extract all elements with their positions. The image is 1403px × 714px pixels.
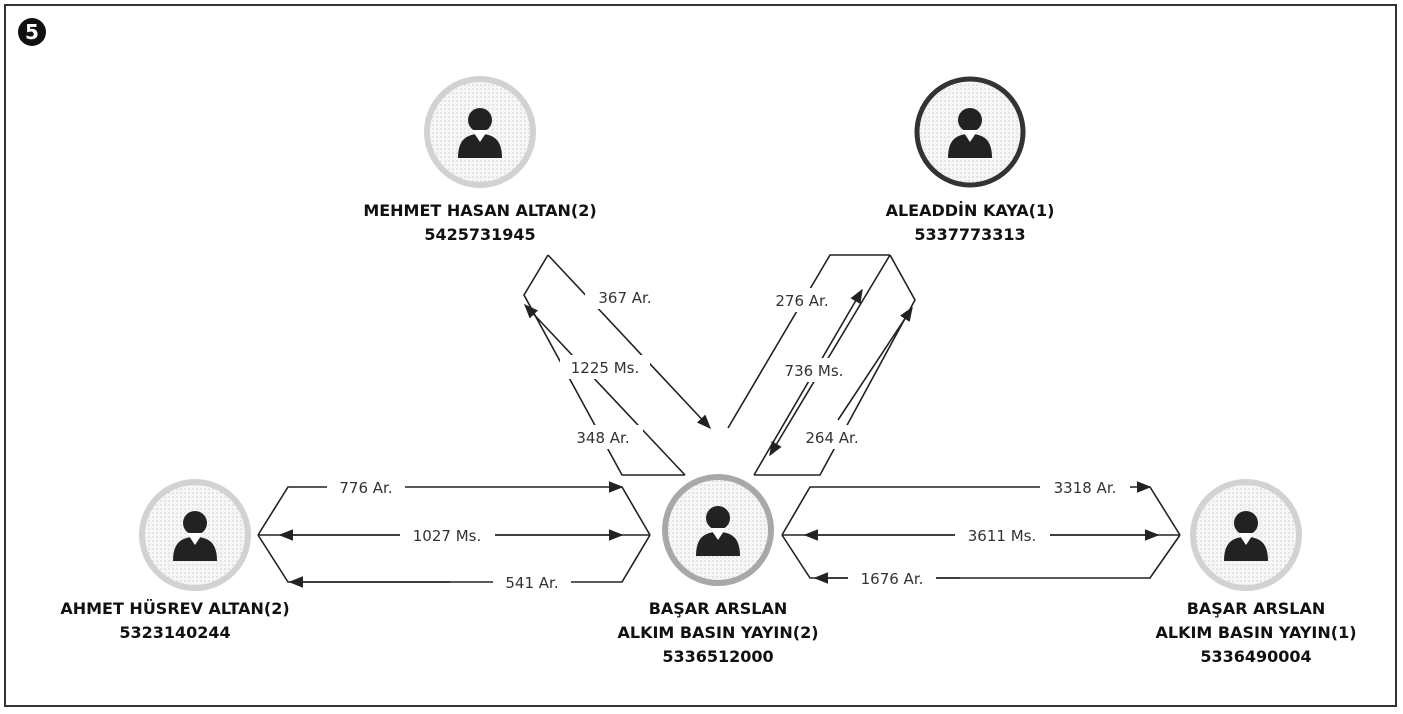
edge-label: 776 Ar. <box>339 479 392 497</box>
node-phone: 5337773313 <box>914 225 1025 244</box>
edge-line <box>524 303 686 476</box>
node-left[interactable]: AHMET HÜSREV ALTAN(2) 5323140244 <box>60 479 290 642</box>
node-org: ALKIM BASIN YAYIN(2) <box>617 623 818 642</box>
edge-line <box>754 254 916 476</box>
node-right[interactable]: BAŞAR ARSLAN ALKIM BASIN YAYIN(1) 533649… <box>1155 479 1357 666</box>
node-org: ALKIM BASIN YAYIN(1) <box>1155 623 1356 642</box>
edge-label: 1225 Ms. <box>571 359 639 377</box>
diagram-frame <box>4 4 1397 707</box>
edge-label: 3611 Ms. <box>968 527 1036 545</box>
node-name: ALEADDİN KAYA(1) <box>886 201 1055 220</box>
edge-line <box>727 254 890 429</box>
link-top-left[interactable]: 367 Ar. 1225 Ms. 348 Ar. <box>523 254 711 476</box>
edge-line <box>837 306 913 421</box>
node-center[interactable]: BAŞAR ARSLAN ALKIM BASIN YAYIN(2) 533651… <box>617 474 819 666</box>
node-phone: 5425731945 <box>424 225 535 244</box>
node-phone: 5336512000 <box>662 647 773 666</box>
node-top-left[interactable]: MEHMET HASAN ALTAN(2) 5425731945 <box>363 76 597 244</box>
edge-line <box>257 481 624 536</box>
node-top-right[interactable]: ALEADDİN KAYA(1) 5337773313 <box>886 76 1055 244</box>
edge-line <box>1149 486 1181 536</box>
edge-label: 1676 Ar. <box>861 570 924 588</box>
edge-line <box>781 534 1181 579</box>
edge-label: 541 Ar. <box>505 574 558 592</box>
node-phone: 5336490004 <box>1200 647 1311 666</box>
node-phone: 5323140244 <box>119 623 230 642</box>
link-left[interactable]: 776 Ar. 1027 Ms. 541 Ar. <box>257 476 651 593</box>
edge-label: 367 Ar. <box>598 289 651 307</box>
edge-label: 1027 Ms. <box>413 527 481 545</box>
edge-line <box>257 534 651 583</box>
link-top-right[interactable]: 276 Ar. 736 Ms. 264 Ar. <box>727 254 916 476</box>
edge-label: 3318 Ar. <box>1054 479 1117 497</box>
step-badge: 5 <box>18 18 46 46</box>
edge-line <box>781 481 1152 536</box>
node-name: AHMET HÜSREV ALTAN(2) <box>60 599 289 618</box>
edge-label: 736 Ms. <box>785 362 844 380</box>
node-name: BAŞAR ARSLAN <box>649 599 788 618</box>
edge-label: 348 Ar. <box>576 429 629 447</box>
edge-label: 276 Ar. <box>775 292 828 310</box>
edge-line <box>769 254 891 457</box>
badge-number: 5 <box>25 20 39 44</box>
node-name: BAŞAR ARSLAN <box>1187 599 1326 618</box>
node-name: MEHMET HASAN ALTAN(2) <box>363 201 596 220</box>
edge-line <box>523 254 685 476</box>
link-right[interactable]: 3318 Ar. 3611 Ms. 1676 Ar. <box>781 476 1181 589</box>
edge-line <box>547 254 711 430</box>
edge-label: 264 Ar. <box>805 429 858 447</box>
edge-line <box>621 486 651 536</box>
